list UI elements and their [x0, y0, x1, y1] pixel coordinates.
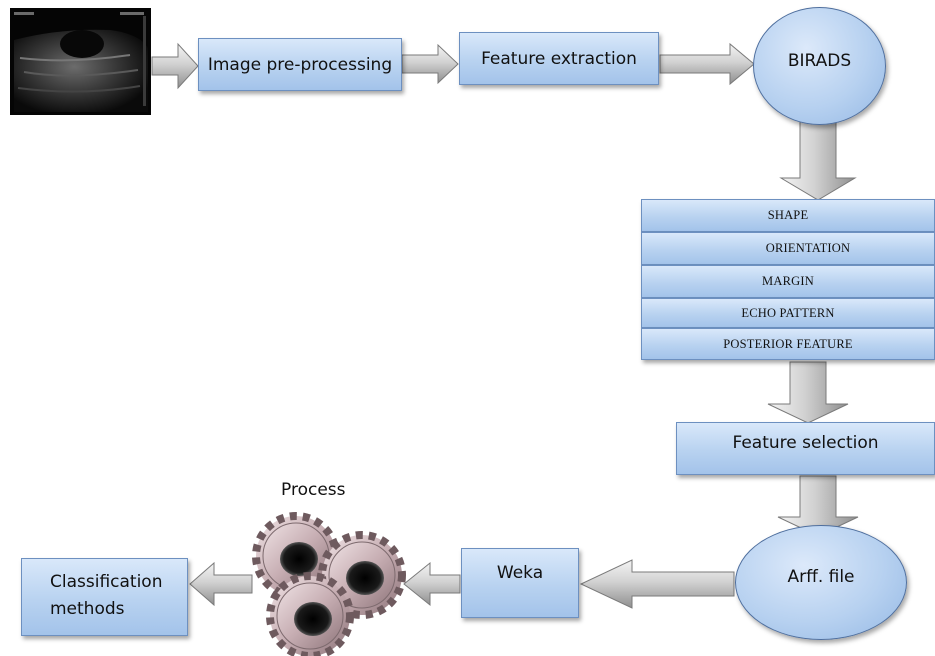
classification-label-line-1: Classification: [50, 572, 163, 592]
arrow-birads-to-features: [779, 121, 857, 201]
feature-label: POSTERIOR FEATURE: [723, 336, 853, 351]
feature-row-echo-pattern: ECHO PATTERN: [641, 298, 935, 328]
ultrasound-image: [10, 8, 151, 115]
feature-label: ORIENTATION: [765, 241, 851, 255]
extraction-label: Feature extraction: [481, 48, 637, 69]
arff-label: Arff. file: [787, 566, 855, 587]
preprocessing-box: Image pre-processing: [198, 38, 402, 91]
extraction-box: Feature extraction: [459, 32, 659, 85]
arrow-extraction-to-birads: [659, 42, 755, 86]
weka-label: Weka: [496, 563, 544, 583]
selection-box: Feature selection: [676, 422, 935, 475]
selection-label: Feature selection: [732, 432, 879, 453]
classification-label-line-2: methods: [50, 599, 125, 619]
preprocessing-label: Image pre-processing: [207, 54, 393, 75]
feature-row-shape: SHAPE: [641, 199, 935, 232]
arrow-image-to-preprocessing: [151, 42, 199, 90]
feature-row-margin: MARGIN: [641, 265, 935, 298]
arrow-preprocessing-to-extraction: [401, 43, 459, 85]
arrow-weka-to-process: [403, 561, 461, 607]
classification-box: Classification methods: [21, 558, 188, 636]
birads-node: BIRADS: [753, 7, 886, 125]
gears-icon: [252, 512, 406, 656]
process-label: Process: [281, 480, 346, 500]
feature-row-orientation: ORIENTATION: [641, 232, 935, 265]
arff-node: Arff. file: [735, 525, 907, 640]
weka-box: Weka: [461, 548, 579, 618]
arrow-features-to-selection: [767, 361, 849, 424]
feature-label: MARGIN: [762, 274, 814, 288]
arrow-process-to-classification: [189, 561, 253, 607]
feature-label: ECHO PATTERN: [741, 305, 835, 320]
birads-label: BIRADS: [787, 51, 852, 71]
feature-label: SHAPE: [767, 208, 809, 222]
feature-row-posterior-feature: POSTERIOR FEATURE: [641, 328, 935, 360]
arrow-arff-to-weka: [579, 559, 735, 609]
